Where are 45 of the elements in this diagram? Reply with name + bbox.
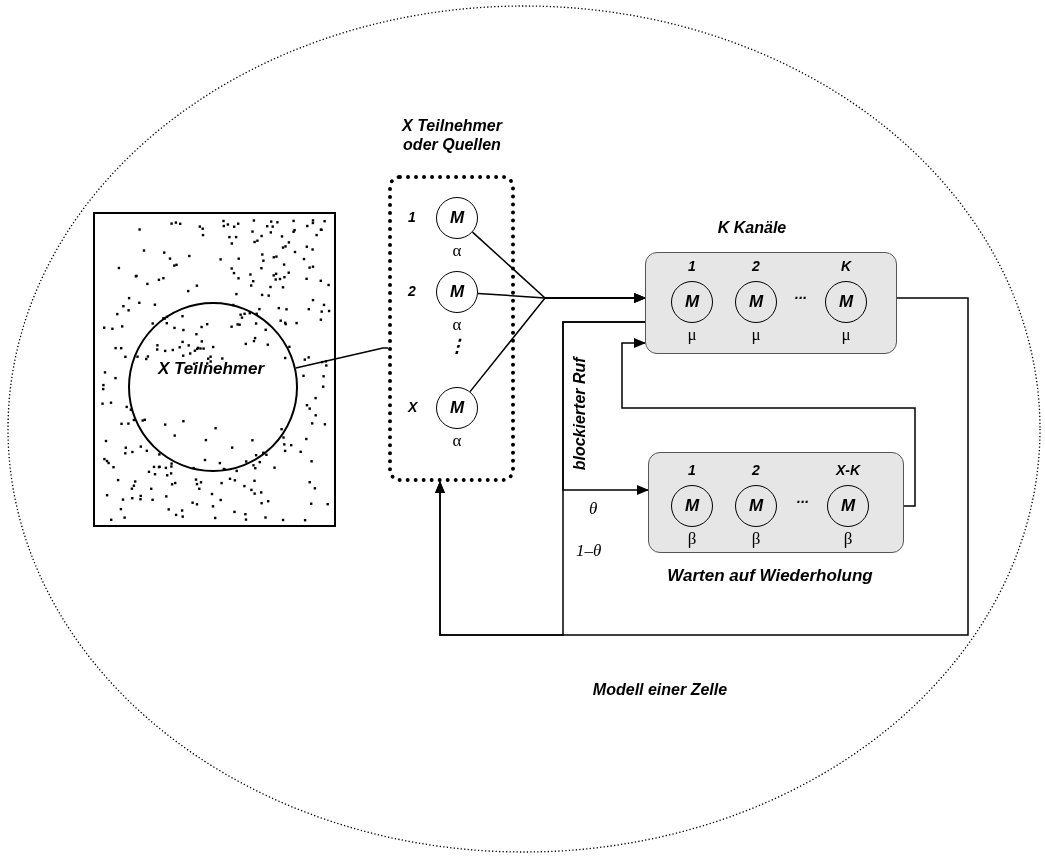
ellipsis-label: ... <box>795 490 811 507</box>
cell-ellipse <box>7 5 1041 853</box>
index-label: K <box>839 259 853 275</box>
index-label: X-K <box>834 463 862 479</box>
ellipsis-label: ... <box>793 286 809 303</box>
index-label: 2 <box>408 284 417 300</box>
rate-label: μ <box>750 326 762 345</box>
subscriber-circle <box>128 302 298 472</box>
server-label: M <box>684 496 700 516</box>
arrow <box>435 297 969 636</box>
arrow <box>621 338 916 507</box>
index-label: 1 <box>687 463 697 479</box>
server-label: M <box>748 496 764 516</box>
server-label: M <box>838 292 854 312</box>
rate-label: μ <box>840 326 852 345</box>
rate-label: β <box>842 530 854 549</box>
server-label: M <box>684 292 700 312</box>
ellipsis-label: ⋮ <box>447 337 467 357</box>
source-group-box <box>388 175 515 482</box>
group-heading: X Teilnehmer oder Quellen <box>400 116 504 155</box>
server-label: M <box>748 292 764 312</box>
group-heading: Warten auf Wiederholung <box>666 566 874 587</box>
server-label: M <box>449 208 465 228</box>
index-label: X <box>408 400 419 416</box>
index-label: 1 <box>687 259 697 275</box>
diagram-caption: Modell einer Zelle <box>591 680 729 700</box>
rate-label: α <box>451 316 463 335</box>
server-label: M <box>449 398 465 418</box>
group-heading: K Kanäle <box>716 218 788 238</box>
edge-annotation: blockierter Ruf <box>571 355 589 473</box>
server-group-box <box>645 252 897 354</box>
server-group-box <box>648 452 904 553</box>
rate-label: β <box>686 530 698 549</box>
index-label: 2 <box>751 463 761 479</box>
rate-label: β <box>750 530 762 549</box>
arrow <box>469 293 646 393</box>
index-label: 2 <box>751 259 761 275</box>
server-label: M <box>840 496 856 516</box>
server-label: M <box>449 282 465 302</box>
leader-line <box>295 347 389 369</box>
area-label: X Teilnehmer <box>156 360 266 378</box>
rate-label: α <box>451 432 463 451</box>
rate-label: μ <box>686 326 698 345</box>
index-label: 1 <box>408 210 417 226</box>
rate-label: α <box>451 242 463 261</box>
